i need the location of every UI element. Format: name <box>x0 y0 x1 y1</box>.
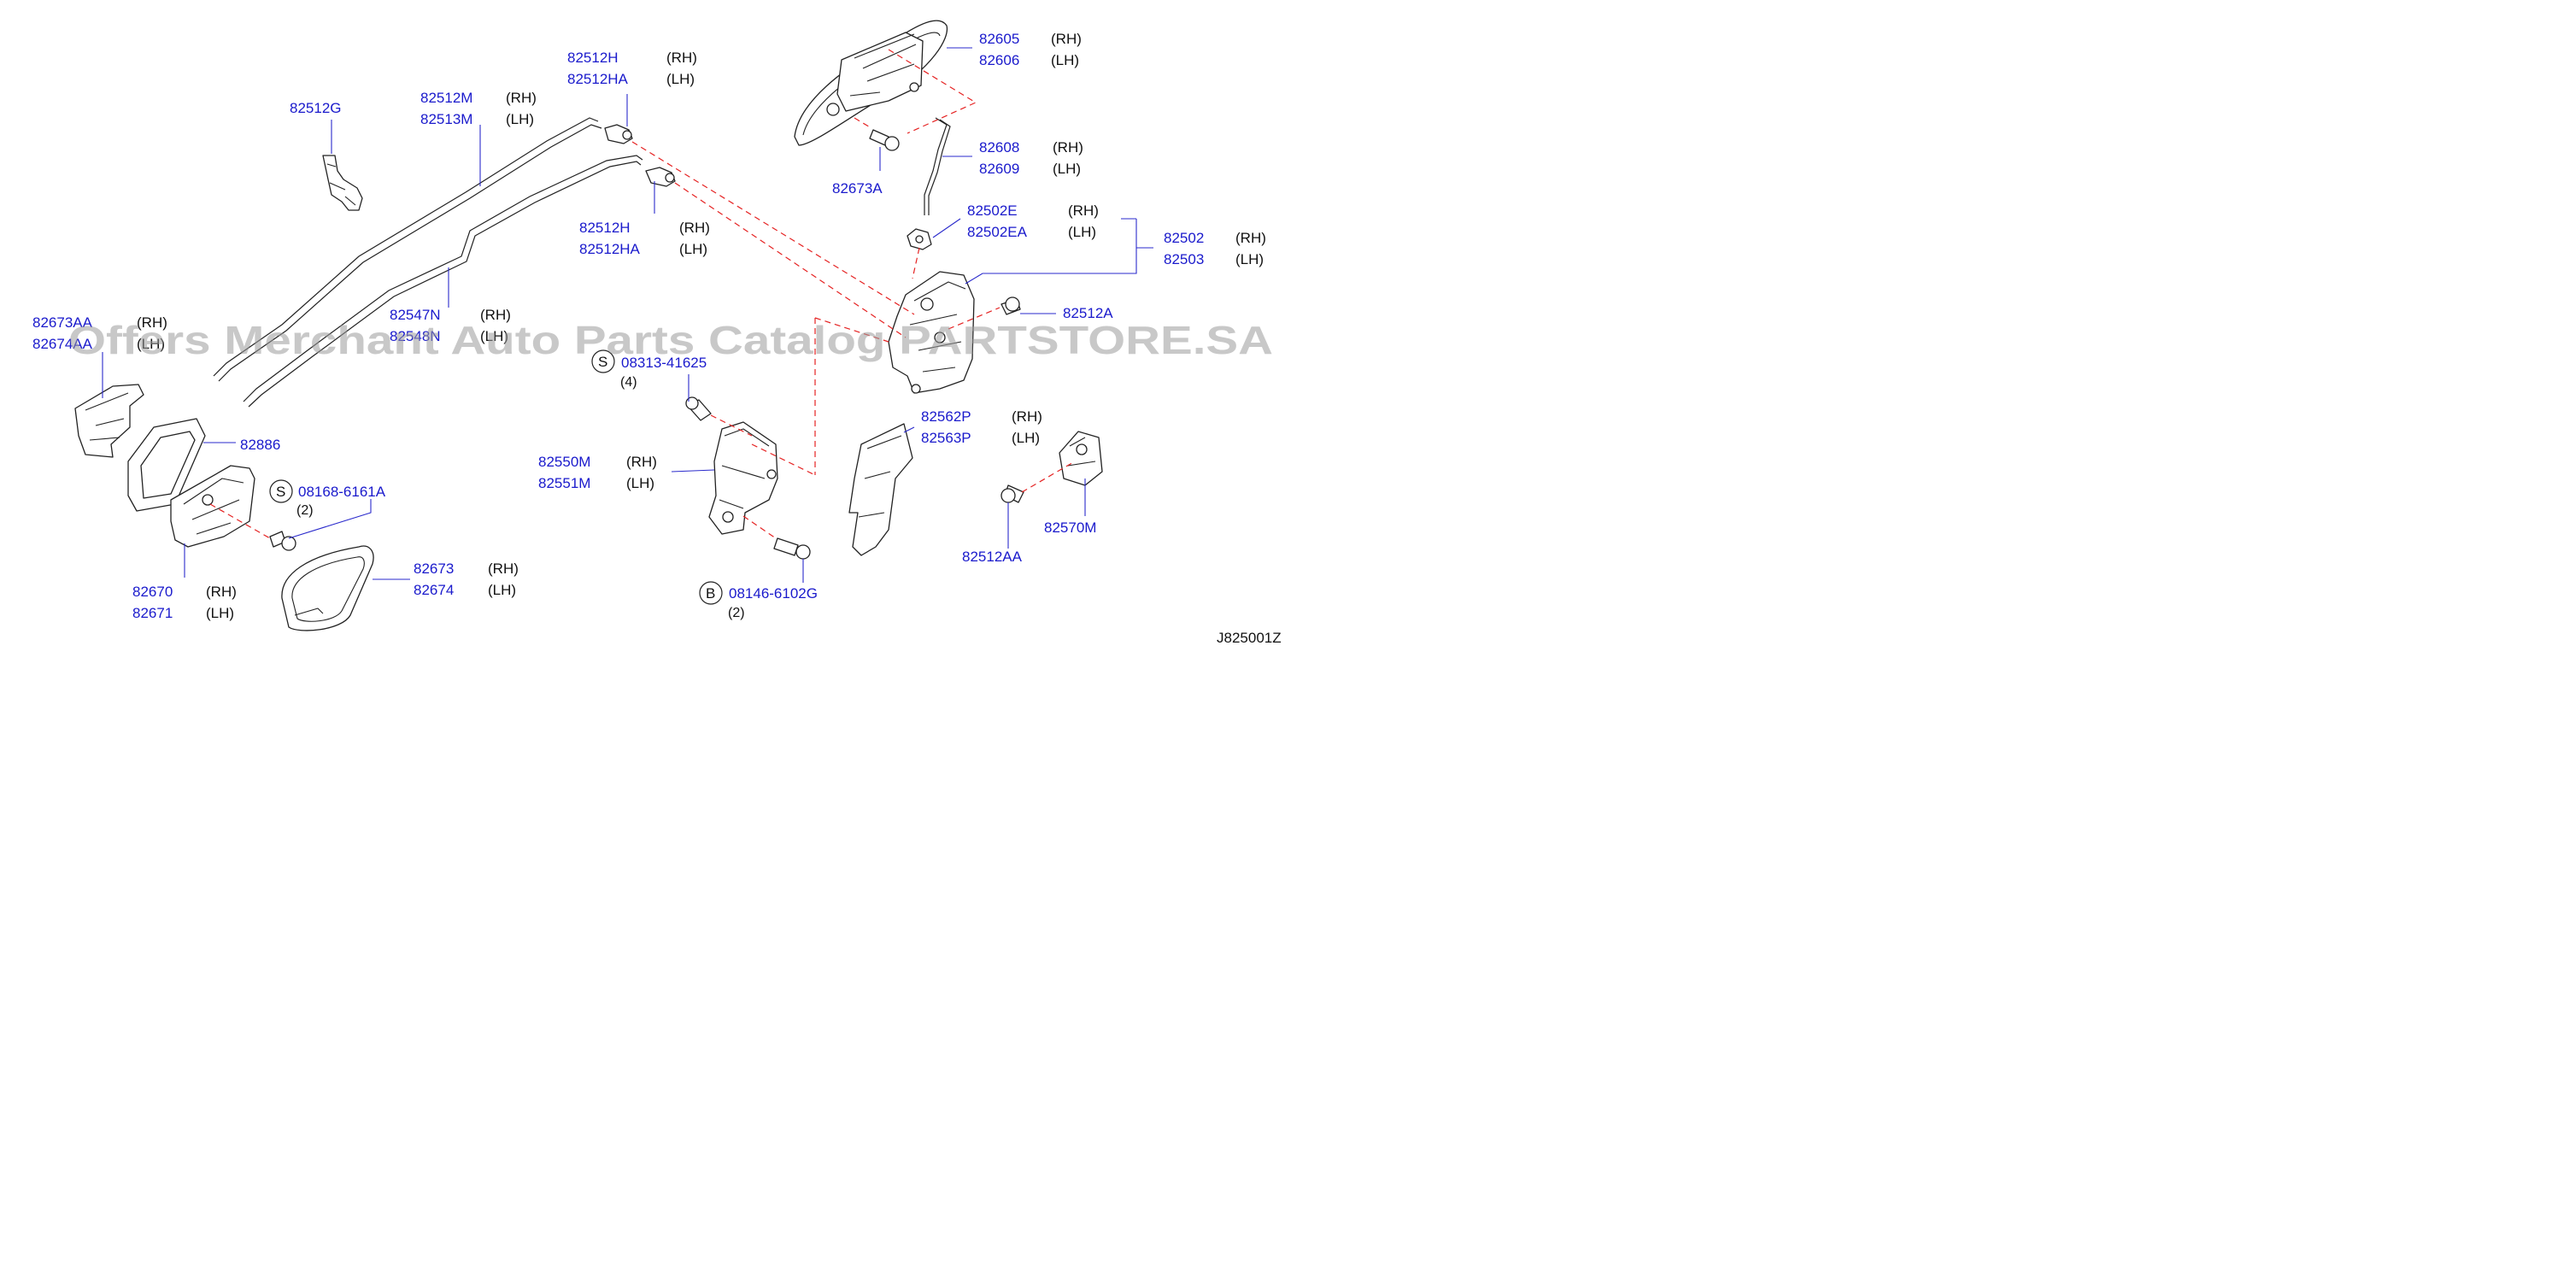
callout-08168-qty: (2) <box>296 503 314 518</box>
bolt-08146 <box>773 537 811 560</box>
protector-82550m <box>708 421 778 535</box>
callout-82605-pn1: 82605 <box>979 31 1019 47</box>
callout-82673aa-pn2: 82674AA <box>32 336 93 352</box>
callout-82512h-mid-s2: (LH) <box>679 241 707 257</box>
callout-82550m-s1: (RH) <box>626 454 657 470</box>
screw-08168 <box>269 531 296 551</box>
bezel-82673 <box>281 545 374 631</box>
callout-82608-s1: (RH) <box>1053 139 1083 156</box>
callout-82673-s2: (LH) <box>488 582 516 598</box>
symbol-s-08313: S <box>591 349 615 373</box>
escutcheon-82673aa <box>74 384 144 458</box>
callout-82670-pn2: 82671 <box>132 605 173 621</box>
screw-08313 <box>685 396 712 421</box>
callout-82512aa-pn1: 82512AA <box>962 549 1023 565</box>
watermark-text: Offers Merchant Auto Parts Catalog PARTS… <box>68 318 1273 362</box>
callout-08313-sym: S <box>598 354 607 370</box>
outside-handle-82605 <box>794 20 948 146</box>
callout-08146-pn1: 08146-6102G <box>729 585 818 602</box>
callout-82512g-pn1: 82512G <box>290 100 342 116</box>
callout-82547n-s1: (RH) <box>480 307 511 323</box>
rod-82547n <box>243 155 643 408</box>
callout-82562p-s2: (LH) <box>1012 430 1040 446</box>
symbol-s-08168: S <box>269 479 293 503</box>
inside-handle-82670 <box>170 465 255 548</box>
callout-82608-pn2: 82609 <box>979 161 1019 177</box>
cover-82562p <box>848 423 913 556</box>
callout-82562p-pn2: 82563P <box>921 430 971 446</box>
callout-08146-sym: B <box>706 585 715 602</box>
callout-82550m-pn2: 82551M <box>538 475 590 491</box>
callout-82670-pn1: 82670 <box>132 584 173 600</box>
assembly-lines <box>209 49 1076 539</box>
callout-82547n-pn1: 82547N <box>390 307 441 323</box>
callout-82605-s2: (LH) <box>1051 52 1079 68</box>
callout-82605-pn2: 82606 <box>979 52 1019 68</box>
callout-82673-s1: (RH) <box>488 561 519 577</box>
callout-82608-s2: (LH) <box>1053 161 1081 177</box>
callout-82673aa-pn1: 82673AA <box>32 314 93 331</box>
screw-82512a <box>1000 296 1021 315</box>
callout-82512m-s1: (RH) <box>506 90 537 106</box>
callout-82550m-s2: (LH) <box>626 475 654 491</box>
callout-82502e-s2: (LH) <box>1068 224 1096 240</box>
diagram-code: J825001Z <box>1217 630 1282 646</box>
callout-08168-sym: S <box>276 484 285 500</box>
callout-82670-s1: (RH) <box>206 584 237 600</box>
parts-diagram: 82512G 82512M (RH) 82513M (LH) 82512H (R… <box>0 0 1321 650</box>
callout-82673aa-s1: (RH) <box>137 314 167 331</box>
clip-82512h-mid <box>645 167 676 187</box>
bolt-82673a <box>869 129 900 151</box>
callout-08168-pn1: 08168-6161A <box>298 484 386 500</box>
callout-82673a-pn1: 82673A <box>832 180 883 197</box>
seal-82886 <box>127 418 206 512</box>
callout-82502-pn2: 82503 <box>1164 251 1204 267</box>
callout-82512h-top-pn1: 82512H <box>567 50 619 66</box>
callout-82512m-pn1: 82512M <box>420 90 472 106</box>
bracket-82570m <box>1059 431 1103 486</box>
callout-82673aa-s2: (LH) <box>137 336 165 352</box>
clip-82512g <box>322 155 363 211</box>
callout-82512h-mid-pn2: 82512HA <box>579 241 641 257</box>
callout-82502e-pn2: 82502EA <box>967 224 1028 240</box>
callout-82570m-pn1: 82570M <box>1044 520 1096 536</box>
callout-82512h-mid-s1: (RH) <box>679 220 710 236</box>
callout-82670-s2: (LH) <box>206 605 234 621</box>
callout-82502-s2: (LH) <box>1235 251 1264 267</box>
callout-82562p-pn1: 82562P <box>921 408 971 425</box>
screw-82512aa <box>1000 484 1024 503</box>
callout-82512h-top-s1: (RH) <box>666 50 697 66</box>
callout-08313-pn1: 08313-41625 <box>621 355 707 371</box>
callout-82512a-pn1: 82512A <box>1063 305 1113 321</box>
callout-82886-pn1: 82886 <box>240 437 280 453</box>
callout-82502e-s1: (RH) <box>1068 203 1099 219</box>
callout-82673-pn1: 82673 <box>414 561 454 577</box>
callout-82512m-s2: (LH) <box>506 111 534 127</box>
rod-82608 <box>924 117 951 215</box>
callout-08146-qty: (2) <box>728 606 745 620</box>
callout-82547n-pn2: 82548N <box>390 328 441 344</box>
callout-82512h-top-pn2: 82512HA <box>567 71 629 87</box>
callout-82605-s1: (RH) <box>1051 31 1082 47</box>
callout-82550m-pn1: 82550M <box>538 454 590 470</box>
callout-82547n-s2: (LH) <box>480 328 508 344</box>
callout-82502-s1: (RH) <box>1235 230 1266 246</box>
callout-82502-pn1: 82502 <box>1164 230 1204 246</box>
callout-82512m-pn2: 82513M <box>420 111 472 127</box>
diagram-canvas: 82512G 82512M (RH) 82513M (LH) 82512H (R… <box>32 20 1282 646</box>
symbol-b-08146: B <box>699 581 723 605</box>
callout-08313-qty: (4) <box>620 375 637 390</box>
callout-82673-pn2: 82674 <box>414 582 454 598</box>
callout-82562p-s1: (RH) <box>1012 408 1042 425</box>
callout-82512h-mid-pn1: 82512H <box>579 220 631 236</box>
clip-82512h-top <box>604 124 633 144</box>
rod-82512m <box>213 117 602 382</box>
clip-82502e <box>907 228 932 250</box>
leader-lines <box>102 47 1153 583</box>
callout-82502e-pn1: 82502E <box>967 203 1018 219</box>
callout-82512h-top-s2: (LH) <box>666 71 695 87</box>
callout-82608-pn1: 82608 <box>979 139 1019 156</box>
